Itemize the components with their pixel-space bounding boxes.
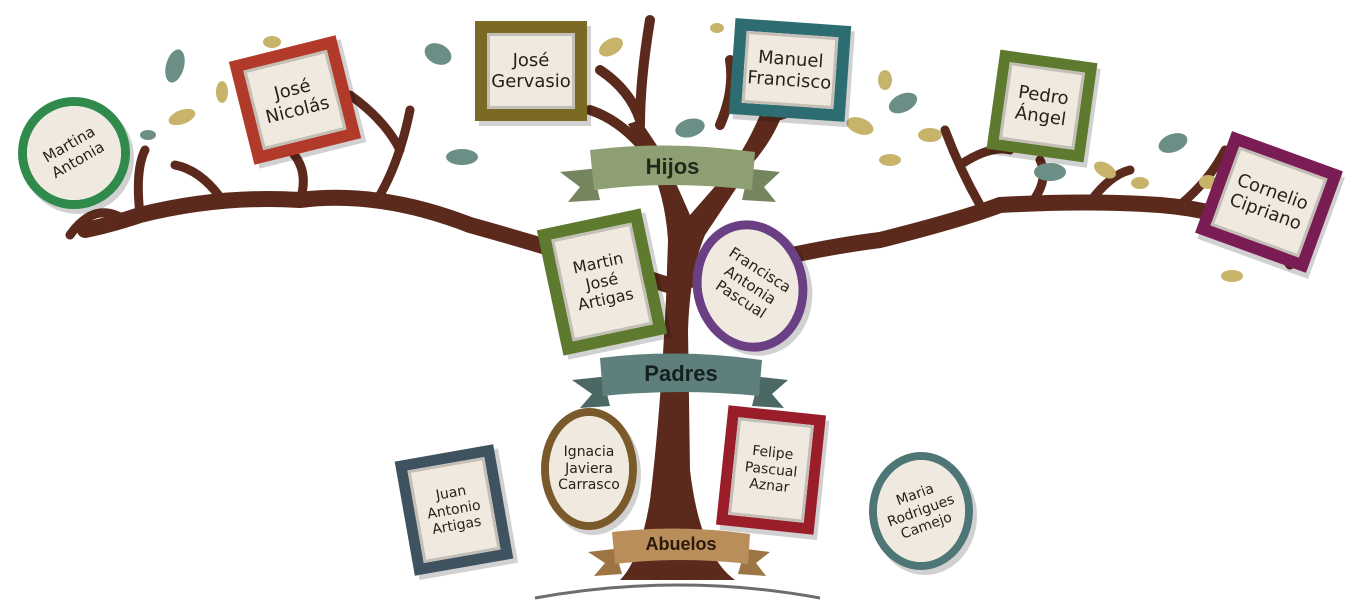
banner-label-hijos: Hijos	[645, 154, 700, 179]
person-name: Juan Antonio Artigas	[426, 482, 483, 539]
person-frame-martina-antonia: Martina Antonia	[18, 97, 130, 209]
person-name: José Gervasio	[491, 49, 571, 92]
leaf	[1158, 133, 1188, 153]
ground-arc	[534, 583, 821, 600]
leaf	[216, 81, 228, 103]
leaf	[599, 37, 623, 57]
leaf	[710, 23, 724, 33]
hijos-banner	[560, 145, 780, 202]
person-frame-manuel-francisco: Manuel Francisco	[728, 18, 852, 122]
person-name: Felipe Pascual Aznar	[743, 443, 799, 497]
person-frame-maria-rodrigues-camejo: Maria Rodrigues Camejo	[869, 452, 973, 570]
leaf	[1199, 175, 1217, 189]
leaf	[1221, 270, 1243, 282]
leaf	[879, 154, 901, 166]
padres-banner	[572, 353, 788, 408]
leaf	[918, 128, 942, 142]
banner-label-padres: Padres	[644, 361, 718, 386]
person-frame-felipe-pascual-aznar: Felipe Pascual Aznar	[715, 405, 827, 535]
leaf	[140, 130, 156, 140]
leaf	[424, 43, 452, 65]
person-name: Maria Rodrigues Camejo	[885, 481, 957, 543]
person-name: Francisca Antonia Pascual	[712, 243, 795, 324]
upper-left-branch	[585, 15, 655, 155]
person-frame-ignacia-javiera-carrasco: Ignacia Javiera Carrasco	[541, 408, 637, 530]
person-name: Manuel Francisco	[746, 46, 832, 94]
person-name: Pedro Ángel	[1013, 81, 1071, 131]
person-frame-jose-gervasio: José Gervasio	[475, 21, 587, 121]
person-name: Cornelio Cipriano	[1226, 169, 1312, 235]
banner-label-abuelos: Abuelos	[645, 533, 717, 554]
leaf	[675, 118, 705, 138]
leaf	[446, 149, 478, 165]
abuelos-banner	[588, 528, 770, 576]
leaf	[165, 49, 185, 83]
person-frame-juan-antonio-artigas: Juan Antonio Artigas	[394, 444, 514, 576]
right-main-branch	[682, 194, 1268, 288]
leaf	[168, 108, 196, 126]
leaf	[846, 117, 874, 135]
leaf	[888, 92, 918, 114]
person-name: Martina Antonia	[39, 122, 108, 183]
leaf	[263, 36, 281, 48]
tree-trunk	[620, 115, 770, 580]
person-frame-pedro-angel: Pedro Ángel	[986, 49, 1098, 163]
person-name: José Nicolás	[263, 74, 332, 129]
leaf	[878, 70, 892, 90]
leaf	[1034, 163, 1066, 181]
person-name: Ignacia Javiera Carrasco	[558, 444, 620, 494]
left-branch-twig	[65, 90, 415, 240]
leaf	[1131, 177, 1149, 189]
person-name: Martin José Artigas	[570, 248, 636, 315]
leaf	[1094, 161, 1116, 179]
